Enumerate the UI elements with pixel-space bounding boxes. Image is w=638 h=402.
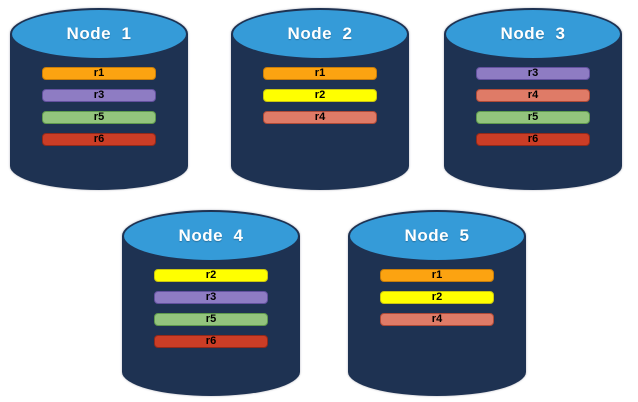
replica-bar-r4: r4 [263, 111, 377, 124]
cylinder-top-ellipse: Node 1 [10, 8, 188, 60]
replica-bar-r6: r6 [476, 133, 590, 146]
replica-list: r3 r4 r5 r6 [444, 67, 622, 146]
node-label: Node 3 [500, 24, 566, 43]
replica-bar-r4: r4 [476, 89, 590, 102]
replica-bar-r3: r3 [154, 291, 268, 304]
replica-list: r1 r2 r4 [348, 269, 526, 326]
replica-bar-r2: r2 [154, 269, 268, 282]
replica-list: r1 r3 r5 r6 [10, 67, 188, 146]
node-label: Node 5 [404, 226, 470, 245]
replica-bar-r5: r5 [154, 313, 268, 326]
replica-bar-r1: r1 [263, 67, 377, 80]
replica-bar-r2: r2 [263, 89, 377, 102]
node-cylinder-1: Node 1 r1 r3 r5 r6 [10, 8, 188, 190]
replica-bar-r1: r1 [380, 269, 494, 282]
replica-list: r2 r3 r5 r6 [122, 269, 300, 348]
replica-bar-r3: r3 [42, 89, 156, 102]
replica-bar-r4: r4 [380, 313, 494, 326]
replica-bar-r1: r1 [42, 67, 156, 80]
cylinder-top-ellipse: Node 2 [231, 8, 409, 60]
node-cylinder-4: Node 4 r2 r3 r5 r6 [122, 210, 300, 396]
replica-bar-r6: r6 [42, 133, 156, 146]
node-label: Node 4 [178, 226, 244, 245]
node-label: Node 2 [287, 24, 353, 43]
replica-bar-r5: r5 [476, 111, 590, 124]
replica-bar-r2: r2 [380, 291, 494, 304]
cylinder-top-ellipse: Node 4 [122, 210, 300, 262]
node-label: Node 1 [66, 24, 132, 43]
cylinder-top-ellipse: Node 5 [348, 210, 526, 262]
replica-bar-r3: r3 [476, 67, 590, 80]
node-cylinder-5: Node 5 r1 r2 r4 [348, 210, 526, 396]
replica-bar-r6: r6 [154, 335, 268, 348]
node-cylinder-3: Node 3 r3 r4 r5 r6 [444, 8, 622, 190]
replica-bar-r5: r5 [42, 111, 156, 124]
replica-list: r1 r2 r4 [231, 67, 409, 124]
cylinder-top-ellipse: Node 3 [444, 8, 622, 60]
node-cylinder-2: Node 2 r1 r2 r4 [231, 8, 409, 190]
